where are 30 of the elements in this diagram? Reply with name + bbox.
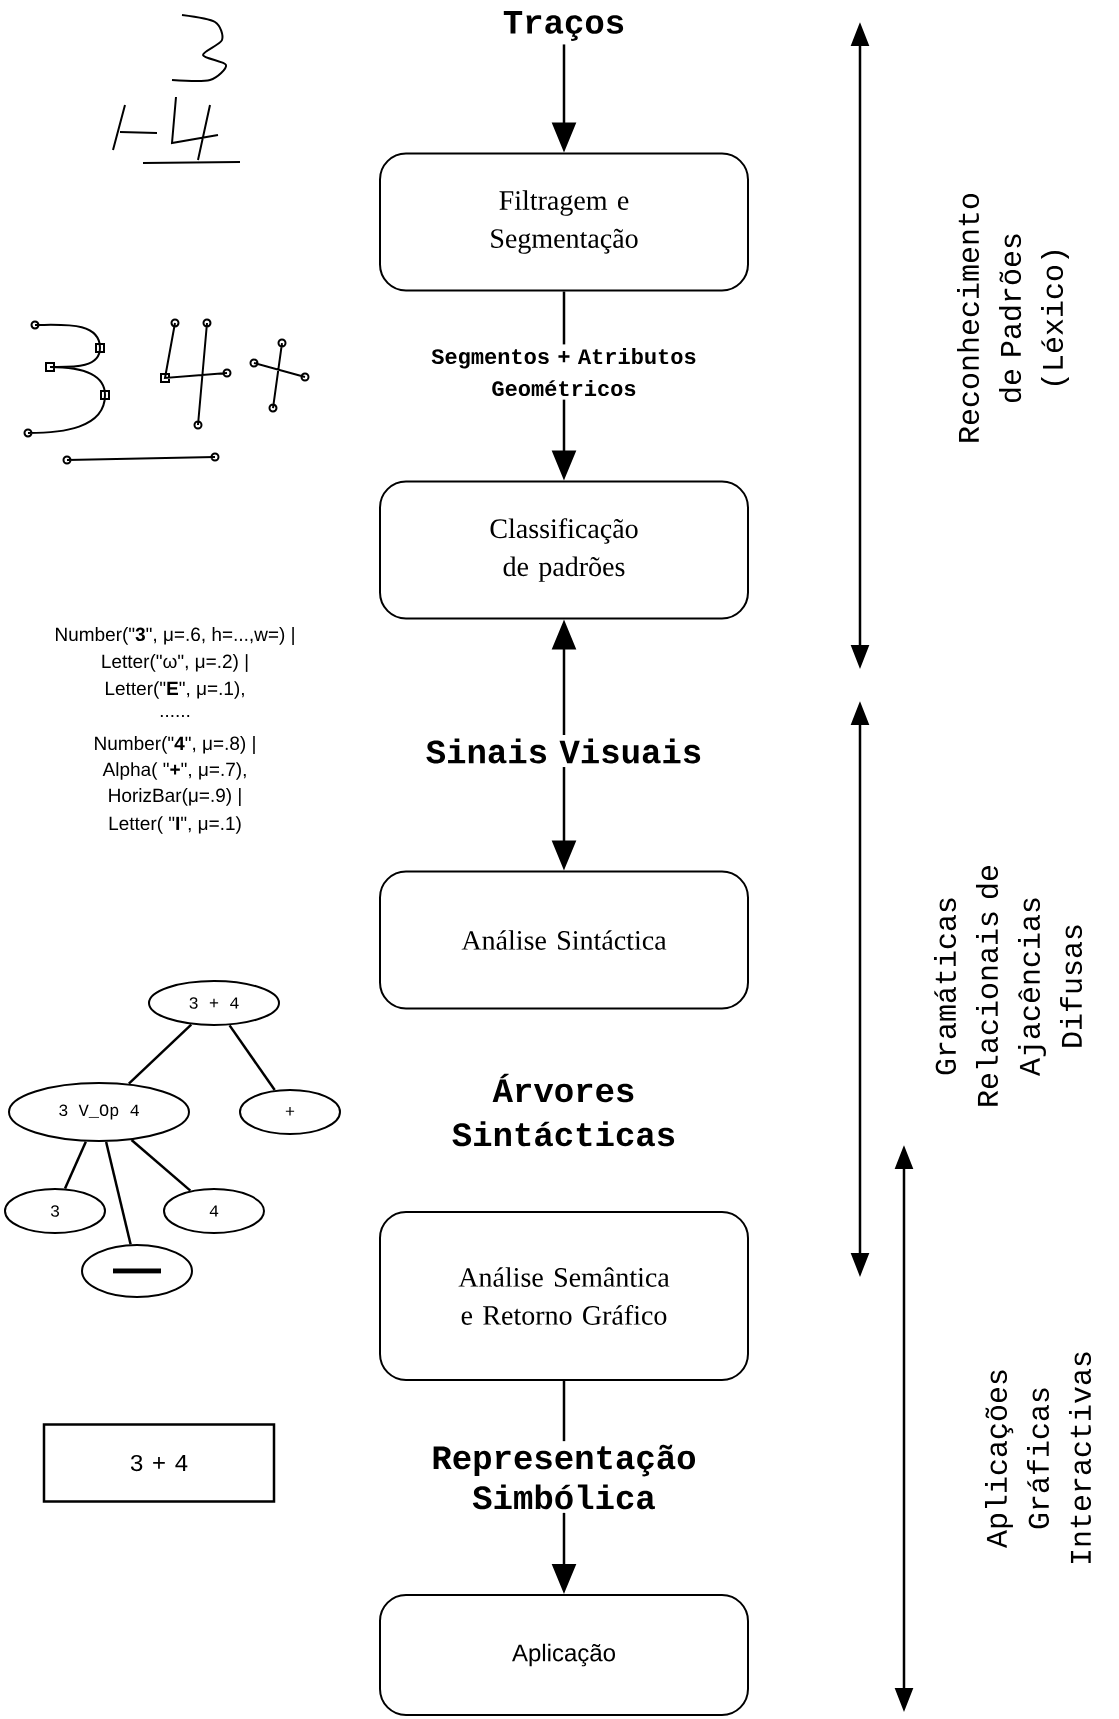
hypothesis-text: Letter("ω", μ=.2) |	[102, 654, 248, 672]
hypothesis-text: Letter( "I", μ=.1)	[109, 816, 241, 834]
process-box: Classificação de padrões	[379, 480, 749, 620]
hypothesis-text: Alpha( "+", μ=.7),	[102, 762, 246, 780]
hypothesis-text: HorizBar(μ=.9) |	[109, 788, 241, 806]
tree-branch	[63, 1141, 87, 1189]
flow-text: Representação Simbólica	[433, 1444, 696, 1510]
process-box: Filtragem e Segmentação	[379, 152, 749, 292]
tree-branch	[104, 1141, 132, 1245]
connector-line	[562, 291, 566, 345]
result-box: 3 + 4	[42, 1423, 276, 1503]
flow-text: Segmentos + Atributos Geométricos	[431, 347, 696, 397]
process-box: Aplicação	[379, 1594, 749, 1716]
tree-branch	[228, 1024, 276, 1091]
stage-label: Aplicações Gráficas Interactivas	[985, 1352, 1091, 1564]
hypothesis-text: Letter("E", μ=.1),	[106, 681, 244, 699]
hypothesis-text: Number("4", μ=.8) |	[95, 736, 255, 754]
flow-text: Sinais Visuais	[426, 738, 701, 764]
tree-branch	[130, 1139, 192, 1192]
flow-text: Árvores Sintácticas	[452, 1073, 675, 1147]
stage-label: Reconhecimento de Padrões (Léxico)	[957, 193, 1069, 442]
stage-label: Gramáticas Relacionais de Ajacências Difusas	[934, 866, 1082, 1106]
process-box: Análise Sintáctica	[379, 870, 749, 1010]
heading-text: Traços	[503, 11, 624, 41]
hypothesis-text: ......	[160, 715, 190, 718]
tree-branch	[128, 1023, 193, 1085]
hypothesis-text: Number("3", μ=.6, h=...,w=) |	[56, 627, 294, 645]
process-box: Análise Semântica e Retorno Gráfico	[379, 1211, 749, 1381]
connector-line	[562, 1381, 566, 1442]
bar-ellipse	[81, 1244, 193, 1298]
